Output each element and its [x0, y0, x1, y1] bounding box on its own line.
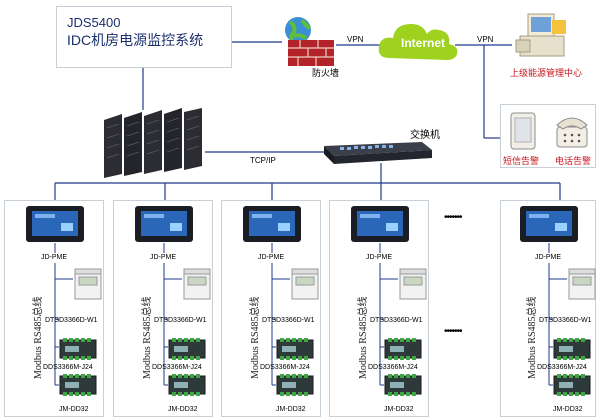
dds-label: DDS3366M-J24 [537, 364, 587, 371]
firewall-icon [288, 40, 334, 66]
meter-label: DTSD3366D-W1 [45, 317, 98, 324]
dds-label: DDS3366M-J24 [368, 364, 418, 371]
alert-panel [500, 104, 596, 168]
dd32-label: JM-DD32 [276, 406, 306, 413]
globe-icon [285, 17, 311, 43]
vpn-label-left: VPN [347, 35, 364, 44]
touch-panel-icon [243, 206, 301, 242]
module-icon [276, 374, 314, 396]
device-column-5: JD-PME DTSD3366D-W1 DDS3366M-J24 JM-DD32… [500, 200, 596, 417]
touch-panel-icon [351, 206, 409, 242]
rs485-bus-label: Modbus RS485总线 [33, 296, 44, 379]
pme-label: JD-PME [366, 254, 393, 261]
dd32-label: JM-DD32 [168, 406, 198, 413]
column-graphics [54, 243, 73, 386]
server-rack-icon [104, 108, 202, 178]
workstation-icon [515, 13, 566, 57]
module-icon [384, 374, 422, 396]
touch-panel-icon [520, 206, 578, 242]
firewall-label: 防火墙 [312, 68, 340, 78]
meter-label: DTSD3366D-W1 [539, 317, 592, 324]
pme-label: JD-PME [535, 254, 562, 261]
rs485-bus-label: Modbus RS485总线 [250, 296, 261, 379]
system-title-box: JDS5400 IDC机房电源监控系统 [56, 6, 232, 68]
dd32-label: JM-DD32 [59, 406, 89, 413]
meter-label: DTSD3366D-W1 [370, 317, 423, 324]
center-label: 上级能源管理中心 [510, 68, 583, 78]
more-ellipsis-top: ••••••• [444, 212, 462, 223]
firewall-node [280, 14, 336, 70]
mobile-phone-icon [510, 112, 536, 150]
dds-label: DDS3366M-J24 [152, 364, 202, 371]
rs485-bus-label: Modbus RS485总线 [358, 296, 369, 379]
module-icon [59, 338, 97, 360]
dds-label: DDS3366M-J24 [43, 364, 93, 371]
column-graphics [548, 243, 567, 386]
module-icon [59, 374, 97, 396]
module-icon [168, 338, 206, 360]
internet-label: Internet [401, 36, 446, 50]
rs485-bus-label: Modbus RS485总线 [142, 296, 153, 379]
column-graphics [163, 243, 182, 386]
more-ellipsis-bottom: ••••••• [444, 326, 462, 337]
module-icon [384, 338, 422, 360]
vpn-label-right: VPN [477, 35, 494, 44]
pme-label: JD-PME [258, 254, 285, 261]
system-model: JDS5400 [67, 15, 121, 30]
energy-meter-icon [568, 268, 596, 300]
tcpip-label: TCP/IP [250, 156, 276, 165]
meter-label: DTSD3366D-W1 [262, 317, 315, 324]
module-icon [168, 374, 206, 396]
module-icon [553, 374, 591, 396]
rs485-bus-label: Modbus RS485总线 [527, 296, 538, 379]
energy-meter-icon [183, 268, 211, 300]
dds-label: DDS3366M-J24 [260, 364, 310, 371]
energy-meter-icon [399, 268, 427, 300]
module-icon [276, 338, 314, 360]
telephone-icon [556, 117, 588, 148]
pme-label: JD-PME [150, 254, 177, 261]
system-name: IDC机房电源监控系统 [67, 32, 204, 48]
module-icon [553, 338, 591, 360]
dd32-label: JM-DD32 [384, 406, 414, 413]
device-column-2: JD-PME DTSD3366D-W1 DDS3366M-J24 JM-DD32… [113, 200, 213, 417]
dd32-label: JM-DD32 [553, 406, 583, 413]
phone-alert-label: 电话告警 [555, 156, 592, 166]
network-switch-icon [324, 142, 432, 164]
column-graphics [379, 243, 398, 386]
sms-alert-label: 短信告警 [503, 156, 540, 166]
touch-panel-icon [26, 206, 84, 242]
meter-label: DTSD3366D-W1 [154, 317, 207, 324]
device-column-4: JD-PME DTSD3366D-W1 DDS3366M-J24 JM-DD32… [329, 200, 429, 417]
device-column-3: JD-PME DTSD3366D-W1 DDS3366M-J24 JM-DD32… [221, 200, 321, 417]
column-graphics [271, 243, 290, 386]
touch-panel-icon [135, 206, 193, 242]
pme-label: JD-PME [41, 254, 68, 261]
device-column-1: JD-PME DTSD3366D-W1 DDS3366M-J24 JM-DD32… [4, 200, 104, 417]
switch-label: 交换机 [410, 130, 440, 141]
cloud-icon [378, 24, 458, 60]
energy-meter-icon [291, 268, 319, 300]
energy-meter-icon [74, 268, 102, 300]
